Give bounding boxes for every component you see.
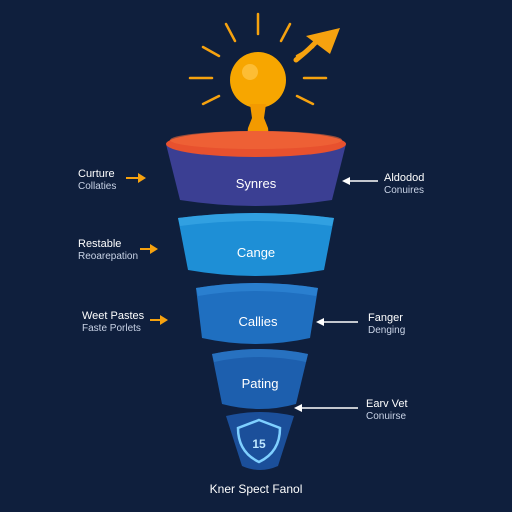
lightbulb-sun-icon	[188, 12, 328, 140]
left-label-3-title: Weet Pastes	[82, 310, 145, 322]
funnel-layer-1-label: Synres	[236, 176, 277, 191]
left-label-1-subtitle: Collaties	[78, 180, 117, 192]
left-connector-2	[140, 244, 158, 254]
footer-title: Kner Spect Fanol	[209, 482, 303, 496]
funnel-layer-4-label: Pating	[242, 376, 279, 391]
right-label-3-subtitle: Conuirse	[366, 410, 407, 422]
funnel-layer-2: Cange	[178, 213, 334, 276]
right-label-3-title: Earv Vet	[366, 398, 408, 410]
right-label-2-subtitle: Denging	[368, 324, 406, 336]
right-label-1: Aldodod Conuires	[384, 172, 424, 196]
left-label-3: Weet Pastes Faste Porlets	[82, 310, 144, 334]
right-label-1-subtitle: Conuires	[384, 184, 425, 196]
trend-arrow-icon	[293, 28, 340, 63]
left-label-2-subtitle: Reoarepation	[78, 250, 139, 262]
shield-label: 15	[252, 437, 266, 451]
right-connector-3	[294, 404, 358, 412]
left-label-2-title: Restable	[78, 238, 122, 250]
funnel-layer-3-label: Callies	[238, 314, 278, 329]
left-connector-3	[150, 315, 168, 325]
left-label-2: Restable Reoarepation	[78, 238, 138, 262]
left-connector-1	[126, 173, 146, 183]
left-label-1-title: Curture	[78, 168, 115, 180]
right-label-2-title: Fanger	[368, 312, 403, 324]
funnel-layer-3: Callies	[196, 283, 318, 344]
funnel-layer-2-label: Cange	[237, 245, 275, 260]
shield-icon: 15	[236, 418, 282, 464]
right-connector-2	[316, 318, 358, 326]
funnel-layer-4: Pating	[212, 349, 308, 409]
right-label-3: Earv Vet Conuirse	[366, 398, 408, 422]
left-label-3-subtitle: Faste Porlets	[82, 322, 141, 334]
right-label-1-title: Aldodod	[384, 172, 425, 184]
funnel-layer-1: Synres	[166, 131, 346, 206]
left-label-1: Curture Collaties	[78, 168, 116, 192]
right-connector-1	[342, 177, 378, 185]
right-label-2: Fanger Denging	[368, 312, 405, 336]
